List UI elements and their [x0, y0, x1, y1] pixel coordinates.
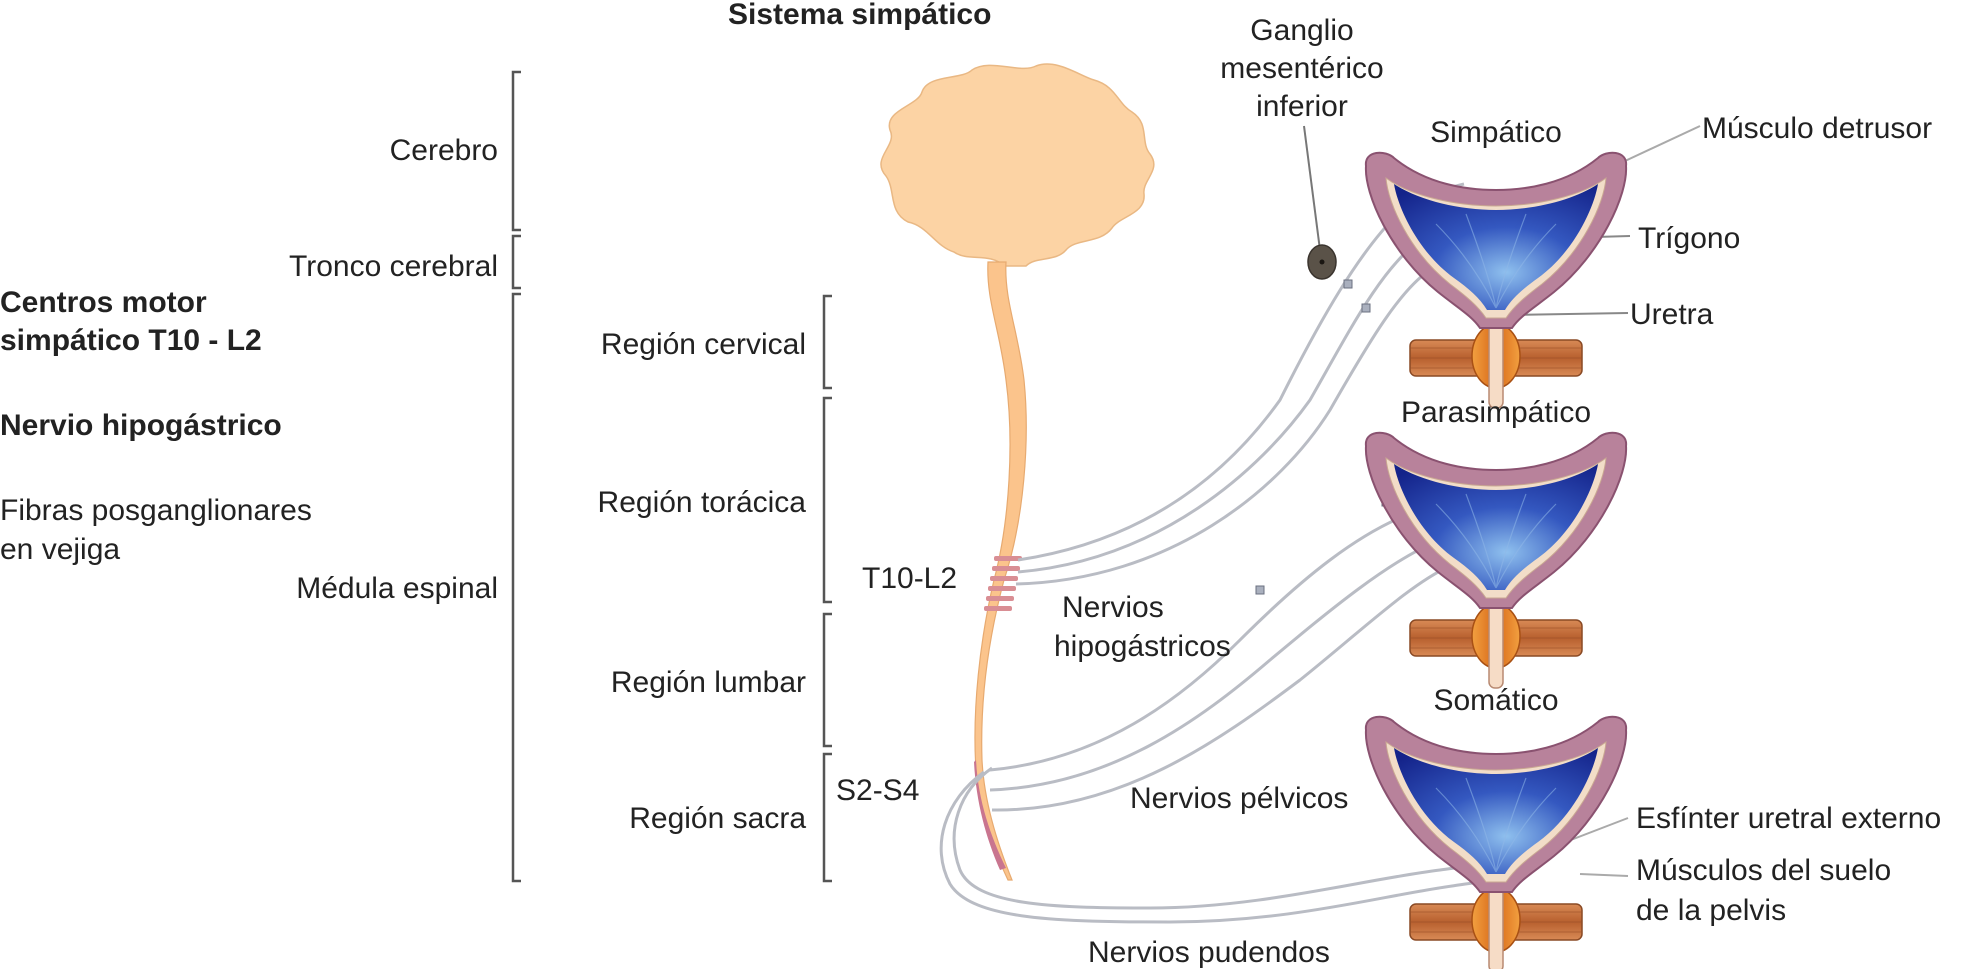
label-pelvic-floor-line2: de la pelvis	[1636, 894, 1786, 927]
diagram-title: Sistema simpático	[728, 0, 991, 31]
label-sympathetic: Simpático	[1430, 116, 1562, 149]
label-ganglion-line2: mesentérico	[1220, 52, 1383, 85]
pudendal-nerve-2	[939, 770, 1487, 924]
label-cervical: Región cervical	[601, 328, 806, 361]
pointer-pelvic-floor	[1579, 873, 1629, 877]
left-heading-line1: Centros motor	[0, 286, 207, 319]
bladder-parasympathetic	[1364, 431, 1628, 689]
ganglion-pointer	[1303, 125, 1321, 251]
label-pudendal-nerves: Nervios pudendos	[1088, 936, 1330, 969]
pointer-urethra	[1505, 312, 1629, 316]
label-s2-s4: S2-S4	[836, 774, 919, 807]
bladder-sympathetic	[1364, 151, 1628, 409]
label-trigone: Trígono	[1638, 222, 1740, 255]
bracket-brainstem	[511, 234, 521, 290]
bracket-sacral	[822, 752, 832, 883]
label-thoracic: Región torácica	[598, 486, 807, 519]
bracket-thoracic	[822, 396, 832, 604]
left-fibers-line2: en vejiga	[0, 533, 120, 566]
label-spinal-cord: Médula espinal	[296, 572, 498, 605]
label-t10-l2: T10-L2	[862, 562, 957, 595]
label-urethra: Uretra	[1630, 298, 1714, 331]
label-ganglion-line1: Ganglio	[1250, 14, 1353, 47]
label-pelvic-nerves: Nervios pélvicos	[1130, 782, 1348, 815]
left-fibers-line1: Fibras posganglionares	[0, 494, 312, 527]
bracket-lumbar	[822, 612, 832, 748]
label-brain: Cerebro	[390, 134, 498, 167]
bracket-cervical	[822, 294, 832, 390]
label-hypogastric-line1: Nervios	[1062, 591, 1164, 624]
left-heading-line2: simpático T10 - L2	[0, 324, 262, 357]
label-ganglion-line3: inferior	[1256, 90, 1348, 123]
cns-brackets	[511, 70, 521, 883]
label-external-sphincter: Esfínter uretral externo	[1636, 802, 1941, 835]
left-nerve-heading: Nervio hipogástrico	[0, 409, 282, 442]
label-pelvic-floor-line1: Músculos del suelo	[1636, 854, 1891, 887]
pudendal-nerve-1	[952, 766, 1477, 910]
bracket-brain	[511, 70, 521, 232]
region-brackets	[822, 294, 832, 883]
label-lumbar: Región lumbar	[611, 666, 806, 699]
label-parasympathetic: Parasimpático	[1401, 396, 1591, 429]
label-somatic: Somático	[1433, 684, 1558, 717]
bladder-somatic	[1364, 715, 1628, 973]
label-sacral: Región sacra	[629, 802, 806, 835]
label-detrusor: Músculo detrusor	[1702, 112, 1932, 145]
t10-l2-segment	[984, 556, 1022, 611]
bracket-spinal-cord	[511, 292, 521, 883]
label-hypogastric-line2: hipogástricos	[1054, 630, 1231, 663]
label-brainstem: Tronco cerebral	[289, 250, 498, 283]
brain-shape	[880, 63, 1155, 267]
